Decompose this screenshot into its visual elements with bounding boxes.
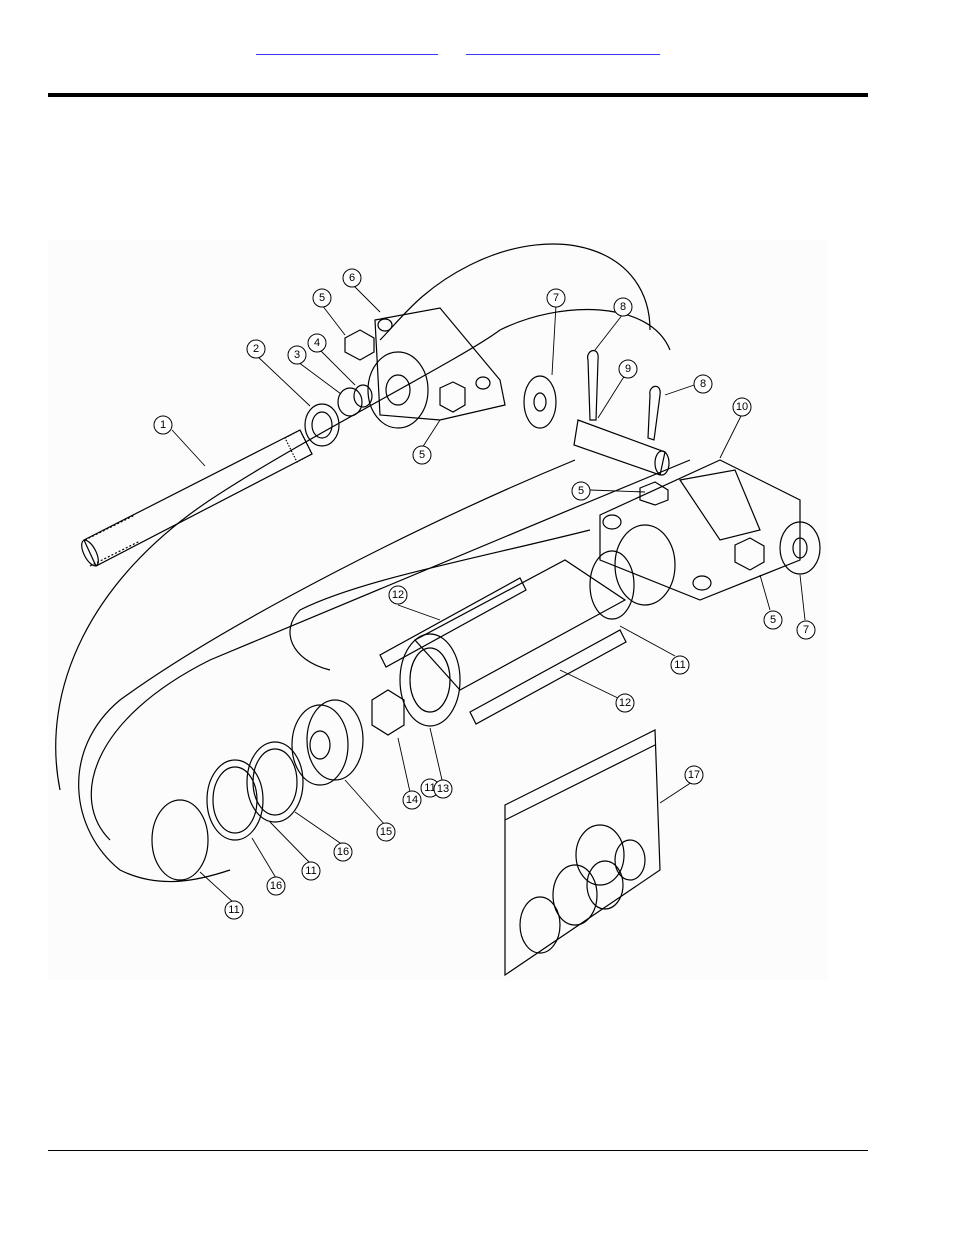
part-16-seal-a — [246, 741, 304, 823]
hose-loop-front — [78, 459, 576, 883]
part-12-rod-b — [469, 629, 627, 725]
callout-17: 17 — [684, 765, 704, 785]
callout-11: 11 — [301, 861, 321, 881]
callout-11: 11 — [670, 655, 690, 675]
part-5-nut-d — [734, 537, 765, 571]
callout-9: 9 — [618, 359, 638, 379]
callout-label: 8 — [620, 301, 626, 313]
callout-15: 15 — [376, 822, 396, 842]
callout-label: 14 — [406, 794, 418, 806]
callout-2: 2 — [246, 339, 266, 359]
part-2-seal — [304, 403, 340, 447]
callout-12: 12 — [388, 585, 408, 605]
footer-rule — [48, 1150, 868, 1151]
part-5-nut-b — [439, 381, 466, 413]
part-14-nut — [371, 689, 405, 736]
part-8-cotter-b — [647, 385, 661, 441]
hose-loop-upper — [379, 243, 651, 341]
callout-label: 5 — [419, 449, 425, 461]
callout-5: 5 — [412, 445, 432, 465]
callout-4: 4 — [307, 333, 327, 353]
part-5-nut-a — [344, 329, 375, 361]
callout-label: 16 — [337, 846, 349, 858]
part-5-nut-c — [639, 481, 669, 506]
callout-label: 8 — [700, 378, 706, 390]
callout-label: 11 — [674, 659, 685, 671]
callout-5: 5 — [571, 481, 591, 501]
callout-label: 13 — [437, 783, 449, 795]
part-8-cotter-a — [587, 350, 599, 421]
callout-label: 11 — [305, 865, 316, 877]
callout-6: 6 — [342, 268, 362, 288]
diagram-frame — [48, 240, 828, 980]
callout-7: 7 — [796, 620, 816, 640]
top-link-1[interactable] — [256, 40, 438, 55]
callout-5: 5 — [312, 288, 332, 308]
part-12-rod-a — [379, 577, 527, 668]
callout-8: 8 — [693, 374, 713, 394]
part-4-oring — [353, 384, 373, 408]
part-6-head — [367, 307, 506, 429]
callout-12: 12 — [615, 693, 635, 713]
callout-label: 5 — [319, 292, 325, 304]
callout-label: 9 — [625, 363, 631, 375]
callout-8: 8 — [613, 297, 633, 317]
part-3-ring — [337, 387, 363, 417]
callout-11: 11 — [224, 900, 244, 920]
callout-label: 16 — [270, 880, 282, 892]
part-17-seal-kit — [504, 729, 661, 977]
callout-label: 17 — [688, 769, 700, 781]
callout-label: 12 — [392, 589, 404, 601]
callout-16: 16 — [266, 876, 286, 896]
callout-3: 3 — [287, 345, 307, 365]
top-link-2[interactable] — [466, 40, 660, 55]
callout-label: 3 — [294, 349, 300, 361]
callout-5: 5 — [763, 610, 783, 630]
callout-1: 1 — [153, 415, 173, 435]
hose-arc-mid — [289, 529, 591, 671]
part-9-pin — [573, 419, 666, 476]
callout-label: 5 — [770, 614, 776, 626]
callout-label: 7 — [553, 292, 559, 304]
callout-label: 1 — [160, 419, 166, 431]
part-1-rod — [81, 429, 313, 567]
callout-label: 5 — [578, 485, 584, 497]
part-16-seal-b — [206, 759, 264, 841]
callout-label: 10 — [736, 401, 748, 413]
part-11-oring-end — [151, 799, 209, 881]
hose-loop-back — [55, 309, 671, 791]
callout-label: 4 — [314, 337, 320, 349]
callout-label: 11 — [424, 782, 435, 794]
callout-label: 11 — [228, 904, 239, 916]
callout-label: 6 — [349, 272, 355, 284]
part-7-washer-a — [523, 375, 557, 429]
callout-label: 12 — [619, 697, 631, 709]
callout-7: 7 — [546, 288, 566, 308]
part-10-clevis — [599, 459, 801, 606]
part-15-piston — [291, 699, 364, 786]
hose-inner — [90, 459, 691, 841]
header-rule — [48, 93, 868, 97]
callout-16: 16 — [333, 842, 353, 862]
callout-label: 15 — [380, 826, 392, 838]
callout-label: 7 — [803, 624, 809, 636]
callout-13: 13 — [433, 779, 453, 799]
part-13-barrel — [399, 550, 635, 727]
callout-label: 2 — [253, 343, 259, 355]
callout-10: 10 — [732, 397, 752, 417]
callout-14: 14 — [402, 790, 422, 810]
